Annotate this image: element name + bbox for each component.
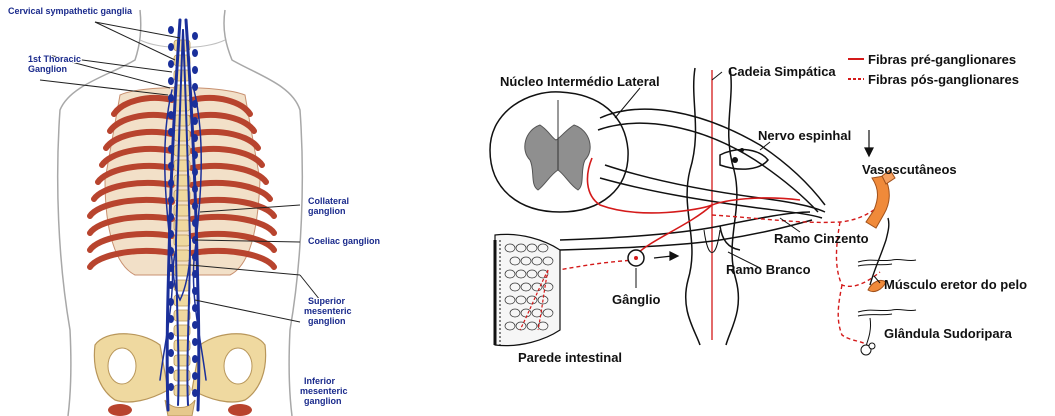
- label-collateral-1: Collateral: [308, 196, 349, 206]
- ganglion-dot: [168, 213, 174, 221]
- label-ramo-branco: Ramo Branco: [726, 262, 811, 277]
- ganglion-dot: [192, 32, 198, 40]
- ganglion-dot: [168, 128, 174, 136]
- label-vasoscutaneos: Vasoscutâneos: [862, 162, 957, 177]
- ganglion-dot: [168, 332, 174, 340]
- ganglion-dot: [192, 304, 198, 312]
- right-pointer-lines: [615, 72, 880, 288]
- label-nervo-espinhal: Nervo espinhal: [758, 128, 851, 143]
- ganglion-dot: [168, 26, 174, 34]
- ganglion-dot: [168, 179, 174, 187]
- label-superior-3: ganglion: [308, 316, 346, 326]
- vertebra: [174, 115, 190, 126]
- label-parede-intestinal: Parede intestinal: [518, 350, 622, 365]
- label-nucleo-intermedio-lateral: Núcleo Intermédio Lateral: [500, 74, 660, 89]
- ganglion-dot: [192, 66, 198, 74]
- label-ganglio: Gânglio: [612, 292, 660, 307]
- legend-label-pre: Fibras pré-ganglionares: [868, 52, 1016, 67]
- label-cervical-sympathetic-ganglia: Cervical sympathetic ganglia: [8, 6, 133, 16]
- label-inferior-3: ganglion: [304, 396, 342, 406]
- label-inferior-1: Inferior: [304, 376, 336, 386]
- ganglion-dot: [168, 94, 174, 102]
- ganglion-dot: [192, 168, 198, 176]
- postganglionic-fibers: [548, 205, 880, 346]
- label-first-thoracic-2: Ganglion: [28, 64, 67, 74]
- label-coeliac-ganglion: Coeliac ganglion: [308, 236, 380, 246]
- ganglion-dot: [168, 298, 174, 306]
- ganglion-dot: [192, 100, 198, 108]
- label-cadeia-simpatica: Cadeia Simpática: [728, 64, 836, 79]
- torso-illustration: [58, 10, 303, 416]
- ganglion-dot: [192, 117, 198, 125]
- ganglion-dot: [168, 349, 174, 357]
- pathway-schematic: [490, 68, 916, 355]
- ganglion-dot: [168, 43, 174, 51]
- ganglion-dot: [192, 338, 198, 346]
- ganglion-dot: [168, 230, 174, 238]
- ganglion-dot: [192, 202, 198, 210]
- ganglion-dot: [168, 383, 174, 391]
- legend: Fibras pré-ganglionares Fibras pós-gangl…: [848, 52, 1019, 87]
- ganglion-dot: [168, 145, 174, 153]
- legend-label-pos: Fibras pós-ganglionares: [868, 72, 1019, 87]
- ganglion-dot: [192, 49, 198, 57]
- label-first-thoracic-1: 1st Thoracic: [28, 54, 81, 64]
- ganglion-dot: [168, 162, 174, 170]
- ganglion-dot: [168, 264, 174, 272]
- label-collateral-2: ganglion: [308, 206, 346, 216]
- ganglion-dot: [168, 315, 174, 323]
- ganglion-dot: [168, 60, 174, 68]
- label-inferior-2: mesenteric: [300, 386, 348, 396]
- ganglion-dot: [192, 185, 198, 193]
- ganglion-dot: [168, 247, 174, 255]
- ganglion-dot: [192, 355, 198, 363]
- ganglion-dot: [192, 372, 198, 380]
- ganglion-dot: [192, 287, 198, 295]
- ganglion-dot: [192, 253, 198, 261]
- ganglion-dot: [192, 219, 198, 227]
- ganglion-dot: [168, 281, 174, 289]
- ganglion-dot: [192, 270, 198, 278]
- ganglion-dot: [192, 321, 198, 329]
- label-ramo-cinzento: Ramo Cinzento: [774, 231, 869, 246]
- label-superior-2: mesenteric: [304, 306, 352, 316]
- ganglion-dot: [168, 366, 174, 374]
- ganglion-dot: [192, 134, 198, 142]
- ganglion-dot: [168, 196, 174, 204]
- ganglion-dot: [192, 83, 198, 91]
- intestinal-wall: [495, 234, 560, 345]
- label-musculo-eretor-do-pelo: Músculo eretor do pelo: [884, 277, 1027, 292]
- ganglion-dot: [168, 111, 174, 119]
- ganglion-dot: [192, 151, 198, 159]
- ganglion-dot: [192, 389, 198, 397]
- ganglion-dot: [168, 77, 174, 85]
- label-superior-1: Superior: [308, 296, 346, 306]
- label-glandula-sudoripara: Glândula Sudoripara: [884, 326, 1013, 341]
